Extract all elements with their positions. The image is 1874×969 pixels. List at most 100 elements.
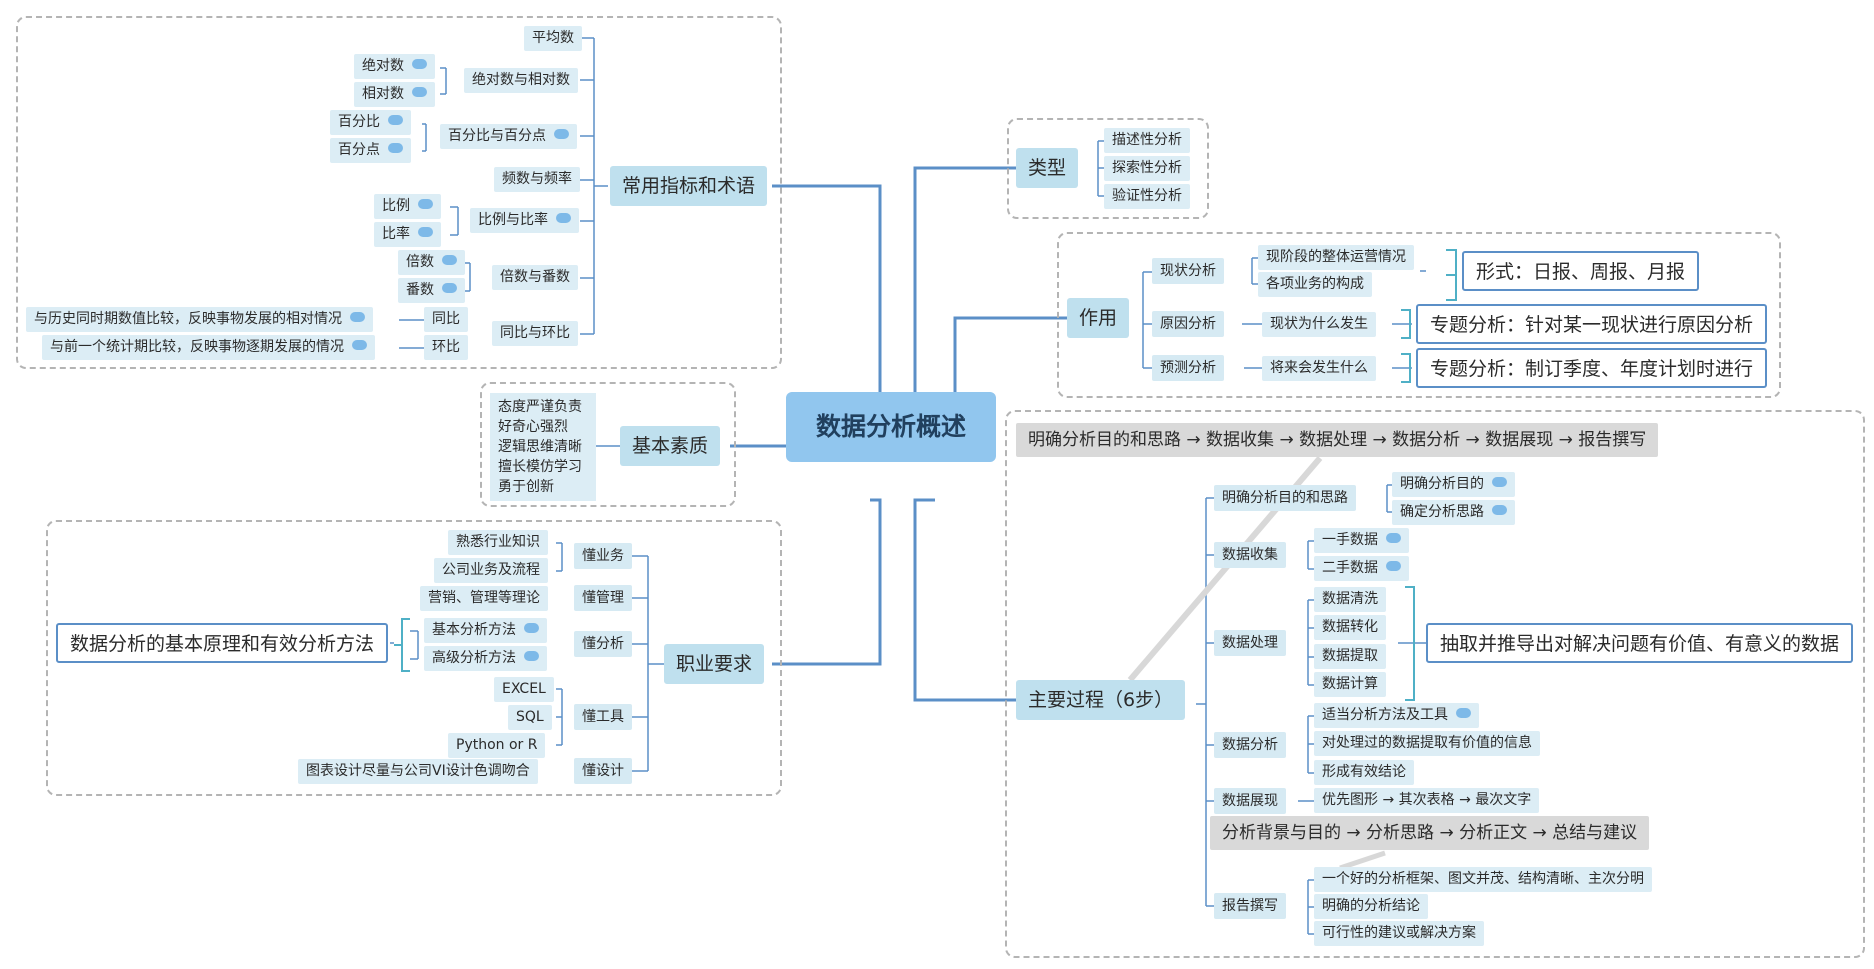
metric-freq[interactable]: 频数与频率 xyxy=(494,167,580,192)
process-step3b[interactable]: 数据转化 xyxy=(1314,615,1386,640)
career-mgmt[interactable]: 懂管理 xyxy=(574,585,632,611)
career-tool3[interactable]: Python or R xyxy=(448,733,546,758)
metric-ratio2[interactable]: 比率 xyxy=(374,222,441,247)
process-step3a[interactable]: 数据清洗 xyxy=(1314,587,1386,612)
comment-icon[interactable] xyxy=(418,227,433,237)
topic-quality[interactable]: 基本素质 xyxy=(620,426,721,466)
metric-abs-rel[interactable]: 绝对数与相对数 xyxy=(464,68,578,93)
process-step2a[interactable]: 一手数据 xyxy=(1314,528,1409,553)
metric-yoy-mom[interactable]: 同比与环比 xyxy=(492,321,578,346)
metric-rel[interactable]: 相对数 xyxy=(354,82,435,107)
comment-icon[interactable] xyxy=(1456,708,1471,718)
process-step1[interactable]: 明确分析目的和思路 xyxy=(1214,485,1356,511)
metric-pct2[interactable]: 百分点 xyxy=(330,138,411,163)
career-biz[interactable]: 懂业务 xyxy=(574,543,632,569)
metric-yoy[interactable]: 同比 xyxy=(424,307,468,332)
metric-mom[interactable]: 环比 xyxy=(424,335,468,360)
topic-role[interactable]: 作用 xyxy=(1067,298,1130,338)
career-mgmt1[interactable]: 营销、管理等理论 xyxy=(420,586,548,611)
process-step4b[interactable]: 对处理过的数据提取有价值的信息 xyxy=(1314,731,1540,756)
career-tool1[interactable]: EXCEL xyxy=(494,677,554,702)
career-ana[interactable]: 懂分析 xyxy=(574,631,632,657)
metric-mult2[interactable]: 番数 xyxy=(398,278,465,303)
type-item[interactable]: 探索性分析 xyxy=(1104,156,1190,181)
process-step5[interactable]: 数据展现 xyxy=(1214,788,1286,814)
type-item[interactable]: 描述性分析 xyxy=(1104,128,1190,153)
topic-types[interactable]: 类型 xyxy=(1016,148,1079,188)
topic-process[interactable]: 主要过程（6步） xyxy=(1016,680,1186,720)
career-tool[interactable]: 懂工具 xyxy=(574,704,632,730)
career-tool2[interactable]: SQL xyxy=(508,705,552,730)
process-step3d[interactable]: 数据计算 xyxy=(1314,672,1386,697)
process-step3-summary[interactable]: 抽取并推导出对解决问题有价值、有意义的数据 xyxy=(1426,623,1854,663)
comment-icon[interactable] xyxy=(524,623,539,633)
comment-icon[interactable] xyxy=(524,651,539,661)
role-cause-summary[interactable]: 专题分析：针对某一现状进行原因分析 xyxy=(1416,304,1768,344)
career-biz2[interactable]: 公司业务及流程 xyxy=(434,558,548,583)
process-step4c[interactable]: 形成有效结论 xyxy=(1314,760,1414,785)
process-step3[interactable]: 数据处理 xyxy=(1214,630,1286,656)
metric-mult1-label: 倍数 xyxy=(406,254,434,270)
role-current-summary[interactable]: 形式：日报、周报、月报 xyxy=(1462,251,1700,291)
process-step6c[interactable]: 可行性的建议或解决方案 xyxy=(1314,921,1484,946)
process-step5a[interactable]: 优先图形 → 其次表格 → 最次文字 xyxy=(1314,788,1540,813)
metric-ratio1[interactable]: 比例 xyxy=(374,194,441,219)
metric-yoy-desc[interactable]: 与历史同时期数值比较，反映事物发展的相对情况 xyxy=(26,307,373,332)
career-design1[interactable]: 图表设计尽量与公司VI设计色调吻合 xyxy=(298,759,538,784)
metric-mult[interactable]: 倍数与番数 xyxy=(492,265,578,290)
process-step6b[interactable]: 明确的分析结论 xyxy=(1314,894,1428,919)
process-step6a[interactable]: 一个好的分析框架、图文并茂、结构清晰、主次分明 xyxy=(1314,867,1652,892)
process-step2[interactable]: 数据收集 xyxy=(1214,542,1286,568)
role-cause[interactable]: 原因分析 xyxy=(1152,311,1224,337)
comment-icon[interactable] xyxy=(442,255,457,265)
comment-icon[interactable] xyxy=(556,213,571,223)
process-step6[interactable]: 报告撰写 xyxy=(1214,893,1286,919)
role-current1[interactable]: 现阶段的整体运营情况 xyxy=(1258,245,1414,270)
topic-metrics[interactable]: 常用指标和术语 xyxy=(610,166,768,206)
root-topic[interactable]: 数据分析概述 xyxy=(786,392,997,462)
metric-pct1-label: 百分比 xyxy=(338,114,380,130)
comment-icon[interactable] xyxy=(442,283,457,293)
process-step1b[interactable]: 确定分析思路 xyxy=(1392,500,1515,525)
comment-icon[interactable] xyxy=(554,129,569,139)
comment-icon[interactable] xyxy=(1492,505,1507,515)
metric-abs[interactable]: 绝对数 xyxy=(354,54,435,79)
metric-average[interactable]: 平均数 xyxy=(524,26,582,51)
process-step3c[interactable]: 数据提取 xyxy=(1314,644,1386,669)
metric-pct[interactable]: 百分比与百分点 xyxy=(440,124,577,149)
metric-pct1[interactable]: 百分比 xyxy=(330,110,411,135)
metric-ratio1-label: 比例 xyxy=(382,198,410,214)
process-step1a[interactable]: 明确分析目的 xyxy=(1392,472,1515,497)
comment-icon[interactable] xyxy=(412,87,427,97)
comment-icon[interactable] xyxy=(352,340,367,350)
career-biz1[interactable]: 熟悉行业知识 xyxy=(448,530,548,555)
career-ana1[interactable]: 基本分析方法 xyxy=(424,618,547,643)
comment-icon[interactable] xyxy=(1386,533,1401,543)
metric-mult1[interactable]: 倍数 xyxy=(398,250,465,275)
metric-abs-label: 绝对数 xyxy=(362,58,404,74)
comment-icon[interactable] xyxy=(388,115,403,125)
process-step2a-label: 一手数据 xyxy=(1322,532,1378,548)
type-item[interactable]: 验证性分析 xyxy=(1104,184,1190,209)
role-current[interactable]: 现状分析 xyxy=(1152,258,1224,284)
process-step4a[interactable]: 适当分析方法及工具 xyxy=(1314,703,1479,728)
role-current2[interactable]: 各项业务的构成 xyxy=(1258,272,1372,297)
metric-ratio[interactable]: 比例与比率 xyxy=(470,208,579,233)
role-predict1[interactable]: 将来会发生什么 xyxy=(1262,356,1376,381)
role-cause1[interactable]: 现状为什么发生 xyxy=(1262,312,1376,337)
career-ana-summary[interactable]: 数据分析的基本原理和有效分析方法 xyxy=(56,623,389,663)
comment-icon[interactable] xyxy=(1492,477,1507,487)
career-ana2[interactable]: 高级分析方法 xyxy=(424,646,547,671)
comment-icon[interactable] xyxy=(418,199,433,209)
comment-icon[interactable] xyxy=(412,59,427,69)
career-design[interactable]: 懂设计 xyxy=(574,758,632,784)
role-predict[interactable]: 预测分析 xyxy=(1152,355,1224,381)
role-predict-summary[interactable]: 专题分析：制订季度、年度计划时进行 xyxy=(1416,348,1768,388)
comment-icon[interactable] xyxy=(388,143,403,153)
comment-icon[interactable] xyxy=(350,312,365,322)
process-step4[interactable]: 数据分析 xyxy=(1214,732,1286,758)
comment-icon[interactable] xyxy=(1386,561,1401,571)
metric-mom-desc[interactable]: 与前一个统计期比较，反映事物逐期发展的情况 xyxy=(42,335,375,360)
topic-career[interactable]: 职业要求 xyxy=(664,644,765,684)
process-step2b[interactable]: 二手数据 xyxy=(1314,556,1409,581)
